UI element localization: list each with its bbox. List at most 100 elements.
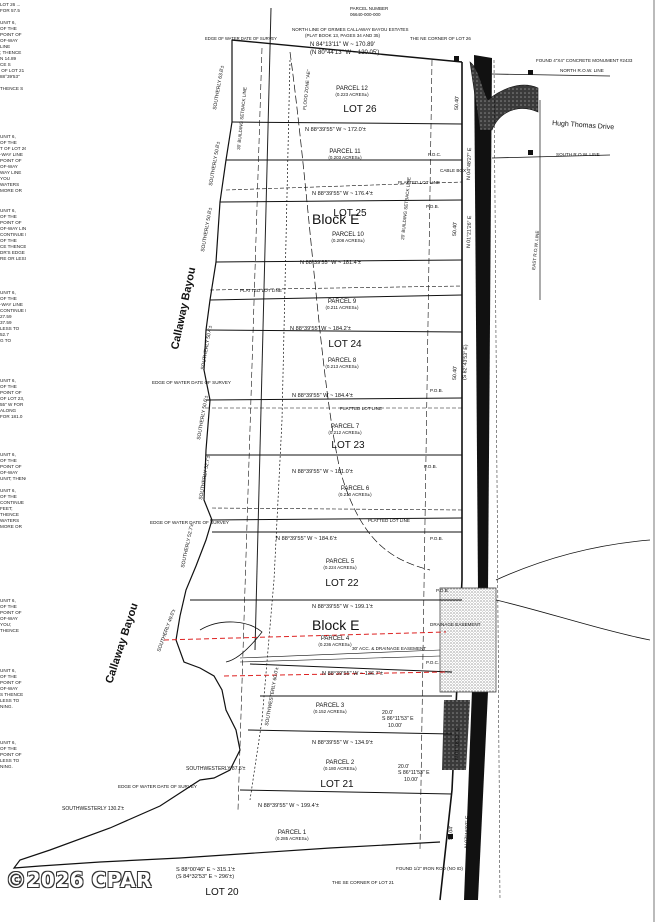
easement-label: DRAINAGE EASEMENT bbox=[430, 622, 481, 627]
bearing-parcel9-line: N 88°39'55" W ~ 184.2'± bbox=[290, 326, 351, 332]
call-southerly-1: SOUTHERLY 63.8'± bbox=[212, 65, 226, 111]
parcel-4-label: PARCEL 4 bbox=[321, 636, 350, 642]
pob-4: P.O.B. bbox=[430, 536, 443, 541]
legal-description-column-9: UNIT 6, OF THE POINT OF LESS TO NING. bbox=[0, 740, 22, 769]
parcel-9-acres: (0.211 ACRES±) bbox=[326, 305, 359, 310]
east-call-1: 50.40' bbox=[454, 96, 460, 110]
culvert-black-block bbox=[442, 700, 470, 770]
bearing-parcel2-line: N 88°39'55" W ~ 199.4'± bbox=[258, 803, 319, 809]
parcel-9-label: PARCEL 9 bbox=[328, 299, 357, 305]
lot-25-label: LOT 25 bbox=[333, 208, 367, 219]
parcel-11-label: PARCEL 11 bbox=[329, 149, 361, 155]
watermark: ©2026 CPAR bbox=[6, 868, 153, 892]
course-parcel-2-record: S 86°11'53" E bbox=[398, 770, 430, 776]
west-boundary-frame bbox=[254, 7, 272, 651]
monument-marks bbox=[448, 56, 533, 839]
legal-description-column-3: UNIT 6, OF THE POINT OF OF-WAY LINE CONT… bbox=[0, 208, 26, 261]
lot-24-label: LOT 24 bbox=[328, 339, 362, 350]
course-parcel-3: 20.0' bbox=[382, 710, 393, 716]
parcel-3-acres: (0.152 ACRES±) bbox=[313, 709, 347, 714]
road-centerline bbox=[493, 59, 501, 901]
parcel-7-label: PARCEL 7 bbox=[331, 424, 360, 430]
bearing-north-line: N 84°13'11" W ~ 170.89' bbox=[310, 42, 375, 48]
south-row-line bbox=[491, 154, 611, 159]
bearing-parcel4-line: N 88°39'55" W ~ 136.7'± bbox=[322, 671, 383, 677]
pob-5: P.O.B. bbox=[436, 588, 449, 593]
legal-description-column-2: UNIT 6, OF THE T OF LOT 26 -WAY LINE POI… bbox=[0, 134, 26, 193]
north-row-line bbox=[491, 73, 611, 77]
parcel-12-label: PARCEL 12 bbox=[336, 86, 368, 92]
east-call-3: 50.40' bbox=[452, 366, 458, 380]
east-bearing-5: N 01°18'52" E bbox=[454, 727, 461, 760]
setback-20-label: 20' BUILDING SETBACK LINE bbox=[400, 177, 412, 240]
call-southerly-2: SOUTHERLY 50.8'± bbox=[208, 141, 222, 187]
parcel-12-acres: (0.223 ACRES±) bbox=[335, 92, 369, 97]
call-southerly-4: SOUTHERLY 50.4'± bbox=[200, 325, 214, 371]
parcel-10-label: PARCEL 10 bbox=[332, 232, 364, 238]
legal-description-column-5: UNIT 6, OF THE POINT OF OF LOT 23, 55" W… bbox=[0, 378, 25, 419]
call-southwesterly-2: SOUTHWESTERLY 130.2'± bbox=[62, 806, 124, 812]
road-black-strip bbox=[474, 55, 492, 590]
call-southwesterly-1: SOUTHWESTERLY 87.5'± bbox=[186, 766, 246, 772]
flood-zone-label: FLOOD ZONE "AE" bbox=[302, 69, 311, 110]
ne-corner-note: THE NE CORNER OF LOT 26 bbox=[410, 36, 471, 41]
platted-lot-line-4: PLATTED LOT LINE bbox=[368, 518, 410, 523]
pob-2: P.O.B. bbox=[430, 388, 443, 393]
lot-20-label: LOT 20 bbox=[205, 887, 239, 898]
lot-23-label: LOT 23 bbox=[331, 440, 365, 451]
poc-2: P.O.C. bbox=[426, 660, 439, 665]
bearing-parcel3-line: N 88°39'55" W ~ 134.9'± bbox=[312, 740, 373, 746]
cable-box-label: CABLE BOX bbox=[440, 168, 466, 173]
parcel-10-acres: (0.208 ACRES±) bbox=[331, 238, 365, 243]
se-corner-note: THE SE CORNER OF LOT 21 bbox=[332, 880, 394, 885]
legal-description-column-1: LOT 26 ... FOR 57.5 UNIT 6, OF THE POINT… bbox=[0, 2, 25, 91]
parcel-lines bbox=[190, 121, 463, 795]
east-bearing-1: N 04°48'27" E bbox=[466, 147, 473, 180]
creek-edge-east bbox=[495, 539, 651, 581]
south-row-label: SOUTH R.O.W. LINE bbox=[556, 152, 600, 157]
block-e-label-1: Block E bbox=[312, 211, 359, 227]
parcel-5-acres: (0.224 ACRES±) bbox=[323, 565, 357, 570]
bearing-parcel5-line: N 88°39'55" W ~ 199.1'± bbox=[312, 604, 373, 610]
bearing-lot26-line: N 88°39'55" W ~ 172.0'± bbox=[305, 127, 366, 133]
parcel-number-label: PARCEL NUMBER bbox=[350, 6, 389, 11]
legal-description-column-7: UNIT 6, OF THE POINT OF OF-WAY YOU; THEN… bbox=[0, 598, 22, 633]
plat-book-note: (PLAT BOOK 13, PAGES 34 AND 35) bbox=[305, 33, 381, 38]
call-southerly-8: SOUTHERLY 49.0'± bbox=[156, 608, 177, 653]
east-call-4: 50.04' bbox=[448, 826, 454, 840]
bearing-parcel6-line: N 88°39'55" W ~ 184.6'± bbox=[276, 536, 337, 542]
parcel-8-acres: (0.213 ACRES±) bbox=[325, 364, 359, 369]
legal-description-column-6: UNIT 6, OF THE POINT OF OF-WAY UNIT; THE… bbox=[0, 452, 26, 529]
lot-22-label: LOT 22 bbox=[325, 578, 359, 589]
bearing-north-line-record: (N 80°44'13" W ~ 120.05') bbox=[310, 50, 379, 56]
edge-of-water-note-mid: EDGE OF WATER DATE OF SURVEY bbox=[152, 380, 231, 385]
callaway-bayou-label-2: Callaway Bayou bbox=[103, 602, 140, 685]
parcel-3-label: PARCEL 3 bbox=[316, 703, 345, 709]
parcel-11-acres: (0.203 ACRES±) bbox=[328, 155, 362, 160]
parcel-number-value: 06640-000-000 bbox=[350, 12, 381, 17]
east-boundary-line bbox=[439, 62, 463, 901]
iron-rod-note: FOUND 1/2" IRON ROD (NO ID) bbox=[396, 866, 463, 871]
parcel-7-acres: (0.212 ACRES±) bbox=[328, 430, 362, 435]
call-southerly-7: SOUTHERLY 52.7'± bbox=[180, 523, 195, 568]
parcel-1-acres: (0.285 ACRES±) bbox=[275, 836, 309, 841]
north-line-note: NORTH LINE OF GRIMES CALLAWAY BAYOU ESTA… bbox=[292, 27, 408, 32]
platted-lot-line-3: PLATTED LOT LINE bbox=[340, 406, 382, 411]
call-southerly-6: SOUTHERLY 52.7'± bbox=[198, 455, 212, 501]
drainage-easement bbox=[163, 631, 447, 677]
hugh-thomas-drive-label: Hugh Thomas Drive bbox=[552, 120, 615, 131]
parcel-2-label: PARCEL 2 bbox=[326, 760, 355, 766]
call-southerly-3: SOUTHERLY 50.8'± bbox=[200, 207, 214, 253]
parcel-6-acres: (0.210 ACRES±) bbox=[338, 492, 372, 497]
east-bearing-4: N 07°16'07" E bbox=[464, 815, 471, 848]
bearing-lot25-line: N 88°39'55" W ~ 176.4'± bbox=[312, 191, 373, 197]
road-hatched-intersection bbox=[469, 61, 539, 131]
bearing-south-line-record: (S 84°32'53" E ~ 296'±) bbox=[176, 874, 234, 880]
bearing-parcel7-line: N 88°39'55" W ~ 181.0'± bbox=[292, 469, 353, 475]
east-bearing-3: (S 82°43'53" E) bbox=[462, 344, 469, 380]
course-parcel-2: 20.0' bbox=[398, 764, 409, 770]
legal-description-column-4: UNIT 6, OF THE -WAY LINE CONTINUE N 27.5… bbox=[0, 290, 26, 343]
bearing-parcel8-line: N 88°39'55" W ~ 184.4'± bbox=[292, 393, 353, 399]
setback-lines bbox=[237, 47, 433, 851]
